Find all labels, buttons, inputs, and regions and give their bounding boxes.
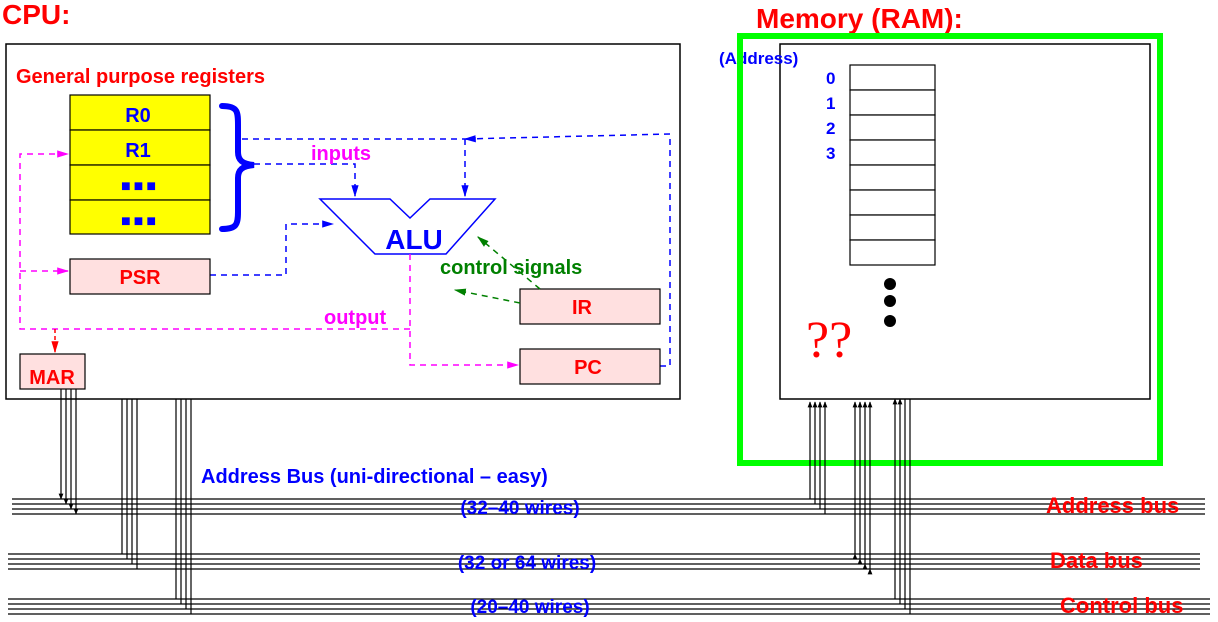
memory-address-label: 0 <box>826 69 835 88</box>
bus-lines <box>8 389 1210 615</box>
memory-continuation-icon <box>884 278 896 327</box>
mar-box <box>19 353 86 390</box>
inputs-label: inputs <box>311 143 371 165</box>
control-signals-label: control signals <box>440 257 582 279</box>
output-lines <box>19 150 520 369</box>
address-bus-description: Address Bus (uni-directional – easy) <box>201 466 548 488</box>
memory-address-label: 2 <box>826 119 835 138</box>
psr-box <box>69 258 211 295</box>
memory-title: Memory (RAM): <box>756 3 963 34</box>
registers-heading: General purpose registers <box>16 66 265 88</box>
register-r1 <box>69 129 211 166</box>
memory-cell <box>849 214 936 241</box>
unknown-memory-label: ?? <box>806 312 852 369</box>
data-bus-label: Data bus <box>1050 548 1143 573</box>
memory-cell <box>849 164 936 191</box>
address-heading: (Address) <box>719 49 798 68</box>
memory-cell <box>849 139 936 166</box>
memory-cells <box>849 64 936 266</box>
control-signal-lines <box>453 236 541 304</box>
inputs-lines <box>210 133 671 367</box>
cpu-box <box>5 43 681 400</box>
ir-label: IR <box>572 297 593 319</box>
psr-label: PSR <box>119 267 161 289</box>
memory-cell <box>849 189 936 216</box>
memory-box <box>779 43 1151 400</box>
address-bus-wires: (32–40 wires) <box>460 498 579 519</box>
alu-label: ALU <box>385 224 443 255</box>
memory-cell <box>849 89 936 116</box>
register-more-1 <box>69 164 211 201</box>
register-file: R0 R1 ■■■ ■■■ <box>69 94 211 235</box>
pc-label: PC <box>574 357 602 379</box>
register-r1-label: R1 <box>125 140 151 162</box>
memory-cell <box>849 64 936 91</box>
memory-address-label: 3 <box>826 144 835 163</box>
cpu-title: CPU: <box>2 0 70 30</box>
memory-addresses: 0 1 2 3 <box>826 69 835 163</box>
pc-box <box>519 348 661 385</box>
register-r0-label: R0 <box>125 105 151 127</box>
control-bus-wires: (20–40 wires) <box>470 597 589 618</box>
ir-box <box>519 288 661 325</box>
address-bus-label: Address bus <box>1046 493 1179 518</box>
memory-cell <box>849 114 936 141</box>
data-bus-wires: (32 or 64 wires) <box>458 553 596 574</box>
register-ellipsis-1: ■■■ <box>121 178 159 195</box>
output-label: output <box>324 307 387 329</box>
register-ellipsis-2: ■■■ <box>121 213 159 230</box>
control-bus-label: Control bus <box>1060 593 1183 618</box>
memory-highlight-box <box>737 33 1163 466</box>
mar-label: MAR <box>29 367 75 389</box>
register-brace-icon <box>219 103 255 232</box>
memory-address-label: 1 <box>826 94 835 113</box>
memory-cell <box>849 239 936 266</box>
register-more-2 <box>69 199 211 235</box>
alu-shape <box>318 198 497 255</box>
